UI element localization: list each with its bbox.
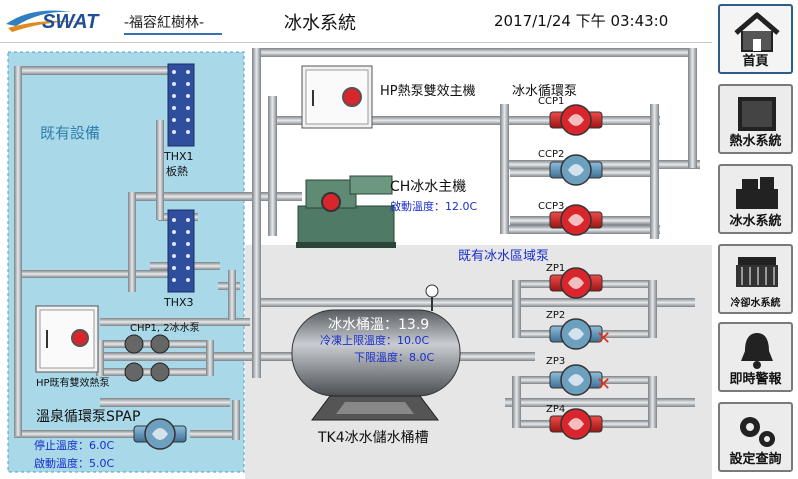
zp2-label: ZP2 — [546, 310, 566, 321]
sidebar-nav: 首頁 熱水系統 冰水系統 冷卻水系統 即時警報 — [712, 0, 798, 479]
chiller-icon — [736, 177, 778, 209]
cooling-tower-icon — [736, 257, 778, 287]
zp1-label: ZP1 — [546, 263, 566, 274]
pump-spap — [133, 418, 187, 450]
page-title: 冰水系統 — [284, 13, 356, 34]
pump-zp4 — [549, 408, 603, 440]
start-temp2-label: 啟動溫度：5.0C — [34, 457, 115, 470]
lower-limit-label: 下限溫度：8.0C — [354, 351, 435, 364]
nav-home-label: 首頁 — [742, 54, 769, 69]
zp4-label: ZP4 — [546, 404, 566, 415]
tank-name-label: TK4冰水儲水桶槽 — [318, 430, 429, 446]
pump-ccp2 — [549, 154, 603, 186]
nav-home[interactable]: 首頁 — [718, 4, 793, 74]
home-icon — [734, 12, 780, 52]
pump-zp1 — [549, 267, 603, 299]
header-bar: SWAT -福容紅樹林- 冰水系統 2017/1/24 下午 03:43:0 — [0, 0, 712, 43]
pump-zp3: ✕ — [549, 364, 611, 396]
hx-thx3 — [167, 209, 195, 293]
hp-dual-label: HP熱泵雙效主機 — [380, 84, 476, 99]
pump-zp2-fault-icon: ✕ — [596, 328, 611, 349]
stop-temp-label: 停止溫度：6.0C — [34, 439, 115, 452]
nav-settings[interactable]: 設定查詢 — [718, 402, 793, 472]
datetime: 2017/1/24 下午 03:43:0 — [494, 12, 669, 30]
chiller-unit — [296, 175, 396, 248]
spap-label: 溫泉循環泵SPAP — [36, 409, 141, 425]
nav-chilled-water[interactable]: 冰水系統 — [718, 164, 793, 234]
ccp1-label: CCP1 — [538, 96, 565, 107]
pump-zp2: ✕ — [549, 318, 611, 350]
nav-cooling-water[interactable]: 冷卻水系統 — [718, 244, 793, 314]
chw-pump-label: 冰水循環泵 — [512, 84, 578, 99]
hp-dual-unit — [301, 65, 373, 129]
tank-temp-label: 冰水桶溫：13.9 — [328, 317, 430, 333]
nav-cooling-water-label: 冷卻水系統 — [730, 298, 781, 309]
nav-alarm[interactable]: 即時警報 — [718, 322, 793, 392]
thx1-label: THX1 — [164, 150, 194, 163]
ccp3-label: CCP3 — [538, 201, 565, 212]
nav-chilled-water-label: 冰水系統 — [729, 214, 782, 229]
ccp2-label: CCP2 — [538, 149, 565, 160]
site-name: -福容紅樹林- — [124, 15, 205, 31]
nav-hot-water[interactable]: 熱水系統 — [718, 84, 793, 154]
site-underline — [124, 33, 222, 35]
pump-ccp3 — [549, 204, 603, 236]
tank-tk4 — [291, 284, 461, 421]
existing-equipment-label: 既有設備 — [40, 124, 101, 142]
thx3-label: THX3 — [164, 296, 194, 309]
start-temp-label: 啟動溫度：12.0C — [390, 200, 478, 213]
chp-label: CHP1, 2冰水泵 — [130, 323, 200, 334]
chp-pumps — [124, 334, 170, 382]
hx-thx1 — [167, 63, 195, 147]
zone-pumps-label: 既有冰水區域泵 — [458, 249, 550, 264]
svg-text:SWAT: SWAT — [42, 11, 100, 33]
hp-existing-label: HP既有雙效熱泵 — [36, 378, 110, 389]
gears-icon — [740, 417, 775, 447]
alarm-bell-icon — [741, 333, 773, 369]
nav-hot-water-label: 熱水系統 — [729, 134, 782, 149]
thx1-type-label: 板熱 — [166, 165, 188, 178]
pump-zp3-fault-icon: ✕ — [596, 374, 611, 395]
nav-settings-label: 設定查詢 — [729, 452, 782, 467]
diagram-canvas: ✕ ✕ 既有設備 THX1 板熱 THX3 HP熱泵雙效主機 冰水循環泵 CCP1… — [0, 43, 712, 479]
hp-existing-unit — [35, 305, 99, 373]
zp3-label: ZP3 — [546, 356, 566, 367]
ch-main-label: CH冰水主機 — [390, 179, 467, 195]
pump-ccp1 — [549, 104, 603, 136]
upper-limit-label: 冷凍上限溫度：10.0C — [320, 334, 430, 347]
water-heater-icon — [738, 97, 776, 131]
swat-logo: SWAT — [6, 10, 100, 33]
nav-alarm-label: 即時警報 — [729, 372, 782, 387]
